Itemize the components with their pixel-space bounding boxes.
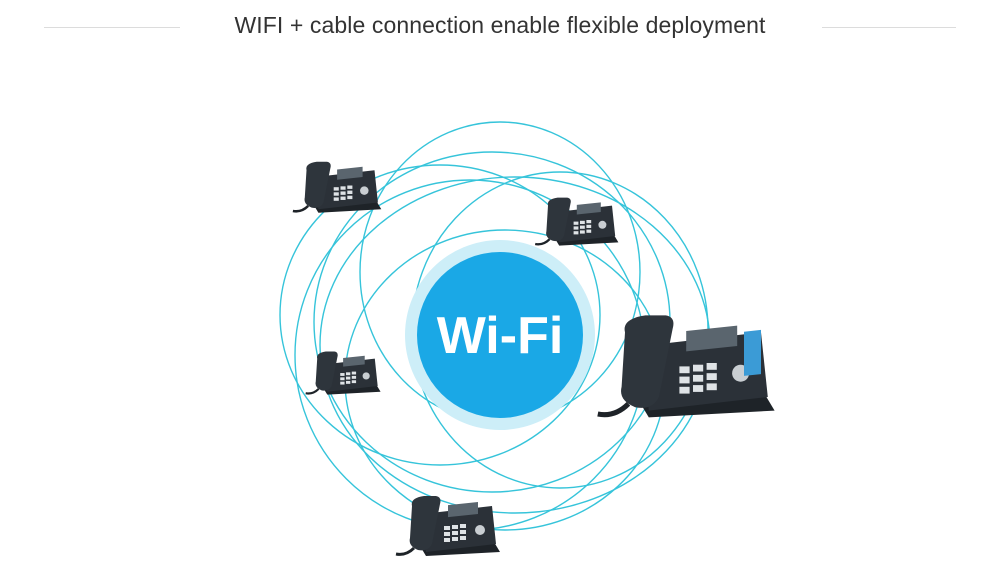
ip-phone-side-keys — [744, 329, 762, 376]
header-rule-left — [44, 27, 180, 28]
header-rule-right — [822, 27, 956, 28]
ip-phone-icon — [394, 494, 502, 558]
wifi-hub-icon — [417, 252, 583, 418]
page-header: WIFI + cable connection enable flexible … — [0, 0, 1000, 56]
ip-phone-large-icon — [598, 315, 775, 417]
page-title: WIFI + cable connection enable flexible … — [234, 12, 766, 38]
wifi-label: Wi-Fi — [437, 307, 564, 365]
ip-phone-icon — [304, 350, 382, 396]
signal-ring — [279, 164, 601, 466]
ip-phone-icon — [291, 160, 383, 214]
wifi-hub: Wi-Fi — [405, 240, 595, 430]
